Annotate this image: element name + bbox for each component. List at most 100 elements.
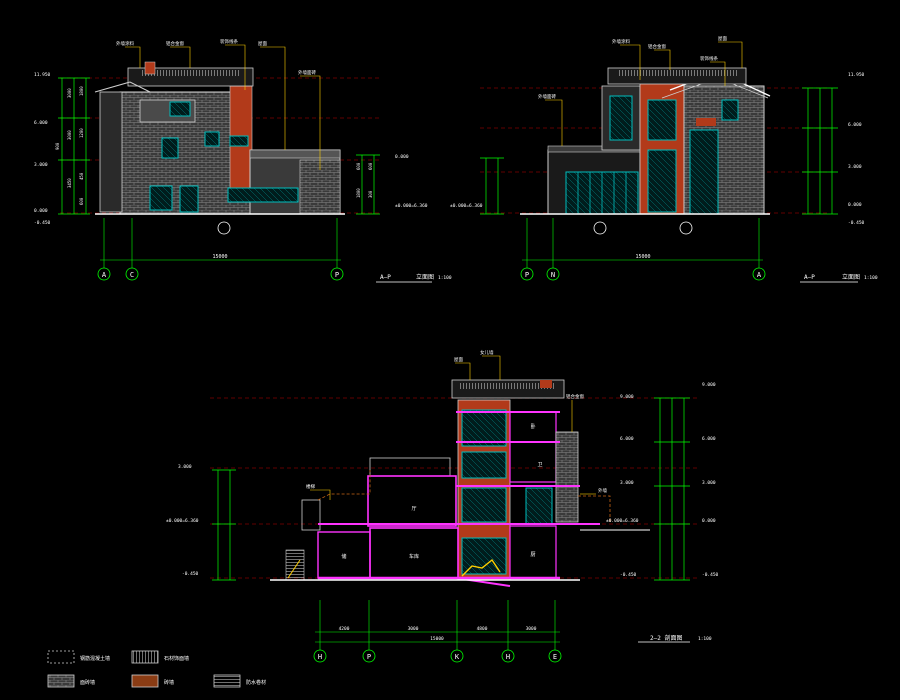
section-bottom-dim: 3000: [408, 626, 419, 632]
right-level-label: 6.000: [848, 122, 862, 128]
section-right-level-mark: 3.000: [620, 480, 634, 486]
section-axis-label: K: [455, 653, 460, 661]
left-dim-text: 3450: [67, 178, 72, 188]
section-level-label: 9.000: [702, 382, 716, 388]
right-elevation-index-mark: [679, 221, 693, 235]
left-elevation-scale-text: 立面图: [416, 273, 434, 281]
section-level-label: 3.000: [702, 480, 716, 486]
left-dim-text: 600: [79, 197, 84, 205]
legend-swatch-brick: [131, 674, 159, 688]
axis-bubble-section: [362, 649, 376, 663]
section-room-label: 储: [341, 553, 346, 560]
section-level-label: 6.000: [702, 436, 716, 442]
section-level-label: -0.450: [702, 572, 719, 578]
section-callout: 楼梯: [306, 483, 315, 490]
axis-bubble-section: [313, 649, 327, 663]
axis-bubble-C-left: [125, 267, 139, 281]
axis-bubble-P-left: [330, 267, 344, 281]
left-elevation-right-dims: [356, 154, 380, 215]
axis-bubble-P-right: [520, 267, 534, 281]
left-level-label: -0.450: [34, 220, 51, 226]
section-right-level-mark: 9.000: [620, 394, 634, 400]
legend-label: 面砖墙: [80, 679, 95, 686]
axis-label-P-right: P: [525, 271, 529, 279]
left-elevation-building: [94, 61, 345, 215]
legend-label: 石材饰面墙: [164, 655, 189, 662]
axis-bubble-section: [450, 649, 464, 663]
right-level-label: -0.450: [848, 220, 865, 226]
right-marker-label: ±0.000=6.360: [450, 203, 483, 209]
section-right-dims: [654, 397, 690, 581]
section-room-label: 厅: [411, 506, 416, 512]
section-left-level-mark: ±0.000=6.360: [166, 518, 199, 524]
right-dim-text: 600: [356, 162, 361, 170]
axis-label-A-right: A: [757, 271, 762, 279]
section-callout: 屋面: [454, 357, 463, 363]
right-callout: 外墙涂料: [612, 38, 630, 45]
section-level-label: 0.000: [702, 518, 716, 524]
section-callout: 铝合金窗: [566, 393, 584, 400]
section-right-level-mark: -0.450: [620, 572, 637, 578]
legend-swatch-membrane: [213, 674, 241, 688]
section-drawing: [210, 355, 700, 663]
left-dim-text: 3000: [67, 130, 72, 140]
section-room-label: 卫: [537, 462, 542, 468]
right-elevation-scale-ratio: 1:100: [864, 275, 878, 281]
section-total-dim: 15000: [430, 636, 444, 642]
left-callout: 装饰线条: [220, 38, 238, 45]
left-dim-text: 1200: [79, 128, 84, 138]
section-axis-label: E: [553, 653, 557, 661]
right-level-label: 0.000: [848, 202, 862, 208]
section-room-label: 卧: [530, 423, 535, 430]
section-room-label: 车库: [409, 553, 419, 560]
section-left-dims: [212, 469, 236, 581]
legend-label: 砖墙: [164, 679, 174, 686]
right-elevation-axis-lines: [522, 218, 763, 268]
section-bottom-dim: 4800: [477, 626, 488, 632]
axis-label-A-left: A: [102, 271, 107, 279]
left-elevation-scale-ratio: 1:100: [438, 275, 452, 281]
axis-bubble-A-right: [752, 267, 766, 281]
right-dim-text: 600: [368, 162, 373, 170]
legend-swatch-stone: [131, 650, 159, 664]
right-elevation-left-dims: [480, 157, 504, 215]
section-callout: 女儿墙: [480, 349, 494, 356]
section-level-lines: [210, 397, 700, 579]
left-marker-label: ±0.000=6.360: [395, 203, 428, 209]
legend-label: 防水卷材: [246, 679, 266, 686]
left-callout: 铝合金窗: [166, 40, 184, 47]
right-callout: 装饰线条: [700, 55, 718, 62]
left-elevation-axis-lines: [100, 218, 341, 268]
section-title: 2—2 剖面图: [650, 634, 682, 642]
right-dim-text: 300: [368, 190, 373, 198]
right-elevation-title: A—P: [804, 274, 815, 281]
legend: [47, 650, 241, 688]
right-callout: 屋面: [718, 36, 727, 42]
axis-bubble-section: [501, 649, 515, 663]
right-elevation-callout-leaders: [545, 41, 743, 146]
right-elevation-right-dims: [802, 87, 838, 215]
left-dim-text: 3000: [67, 88, 72, 98]
section-axis-label: H: [506, 653, 510, 661]
axis-label-N-right: N: [551, 271, 555, 279]
left-elevation-overall-dim: 15000: [212, 254, 227, 260]
left-level-label: 3.000: [34, 162, 48, 168]
right-level-label: 11.950: [848, 72, 865, 78]
right-elevation-overall-dim: 15000: [635, 254, 650, 260]
section-callout: 外墙: [598, 487, 607, 494]
axis-bubble-A-left: [97, 267, 111, 281]
section-scale-ratio: 1:100: [698, 636, 712, 642]
left-callout: 外墙涂料: [116, 40, 134, 47]
section-left-level-mark: -0.450: [182, 571, 199, 577]
left-level-label: 11.950: [34, 72, 51, 78]
axis-bubble-section: [548, 649, 562, 663]
left-elevation-callout-leaders: [125, 44, 321, 170]
right-callout: 铝合金窗: [648, 43, 666, 50]
left-elevation-left-dims: [58, 77, 90, 215]
axis-label-P-left: P: [335, 271, 339, 279]
left-dim-text: 1800: [79, 86, 84, 96]
section-room-label: 厨: [530, 552, 535, 558]
right-level-label: 3.000: [848, 164, 862, 170]
section-bottom-dim: 4200: [339, 626, 350, 632]
